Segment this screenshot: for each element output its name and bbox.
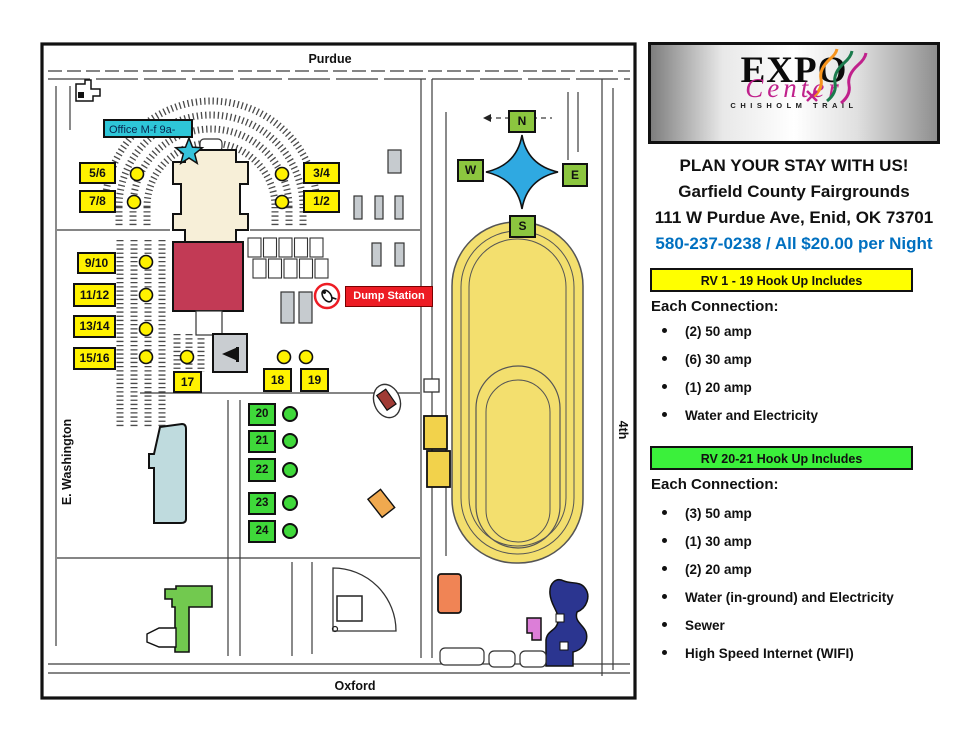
rv-site-11-12: 11/12 <box>73 283 116 307</box>
yellow-site-dots <box>126 166 314 365</box>
pink-building <box>526 617 542 641</box>
hookup-item: (2) 20 amp <box>658 556 938 584</box>
rv-site-13-14: 13/14 <box>73 315 116 338</box>
hookup-item: High Speed Internet (WIFI) <box>658 640 938 668</box>
rv-site-9-10: 9/10 <box>77 252 116 274</box>
venue-address: 111 W Purdue Ave, Enid, OK 73701 <box>654 208 934 227</box>
green-site-dots <box>282 406 298 539</box>
red-barn-building <box>172 241 244 312</box>
rv-site-17: 17 <box>173 371 202 393</box>
phone-and-rate: 580-237-0238 / All $20.00 per Night <box>655 234 933 253</box>
rv-site-18: 18 <box>263 368 292 392</box>
compass-star <box>485 134 559 210</box>
street-label-purdue: Purdue <box>308 52 352 66</box>
oval-marker <box>372 383 402 419</box>
small-white-shed <box>423 378 440 393</box>
fairgrounds-map-graphic <box>40 42 637 700</box>
bullet-dot <box>662 328 667 334</box>
roads <box>48 70 630 676</box>
arena-building <box>172 138 249 243</box>
expo-center-logo: EXPO Center CHISHOLM TRAIL <box>648 42 940 144</box>
bullet-dot <box>662 412 667 418</box>
compass-w: W <box>457 159 484 182</box>
rv-site-24: 24 <box>248 520 276 543</box>
compass-s: S <box>509 215 536 238</box>
street-label-4th: 4th <box>616 420 630 440</box>
rv20-21-banner: RV 20-21 Hook Up Includes <box>650 446 913 470</box>
bullet-dot <box>662 384 667 390</box>
venue-name: Garfield County Fairgrounds <box>678 182 910 201</box>
stall-grid <box>247 237 329 279</box>
orange-building <box>437 573 462 614</box>
bullet-dot <box>662 356 667 362</box>
headline: PLAN YOUR STAY WITH US! <box>679 156 909 175</box>
flag-building <box>212 333 248 373</box>
hookup-item: Water (in-ground) and Electricity <box>658 584 938 612</box>
bullet-dot <box>662 538 667 544</box>
hookup-item: (6) 30 amp <box>658 346 938 374</box>
rv1-19-banner: RV 1 - 19 Hook Up Includes <box>650 268 913 292</box>
gray-sheds <box>280 149 405 324</box>
blue-building <box>148 422 187 524</box>
dump-station-icon <box>313 282 341 310</box>
rv-site-22: 22 <box>248 458 276 482</box>
rv-site-5-6: 5/6 <box>79 162 116 184</box>
bullet-dot <box>662 510 667 516</box>
bullet-dot <box>662 594 667 600</box>
rv-site-1-2: 1/2 <box>303 190 340 213</box>
office-hours-label: Office M-f 9a- <box>103 119 193 138</box>
street-label-oxford: Oxford <box>334 679 376 693</box>
orange-diamond-shed <box>366 488 396 519</box>
hookup-item: (3) 50 amp <box>658 500 938 528</box>
rv-site-23: 23 <box>248 492 276 515</box>
corner-building <box>75 79 101 102</box>
logo-center-script: Center <box>745 73 843 103</box>
baseball-field <box>331 567 397 633</box>
hookup-item: Sewer <box>658 612 938 640</box>
office-star-icon <box>173 135 205 165</box>
bottom-sheds <box>439 647 547 668</box>
compass-n: N <box>508 110 536 133</box>
logo-tagline: CHISHOLM TRAIL <box>730 101 858 110</box>
each-connection-label-1: Each Connection: <box>651 298 779 315</box>
hookup-item: (1) 30 amp <box>658 528 938 556</box>
hookup-item: Water and Electricity <box>658 402 938 430</box>
race-track <box>451 221 584 564</box>
camping-rows <box>101 97 321 428</box>
bullet-dot <box>662 622 667 628</box>
bullet-dot <box>662 566 667 572</box>
street-label-washington: E. Washington <box>60 418 74 506</box>
hookup-item: (2) 50 amp <box>658 318 938 346</box>
compass-e: E <box>562 163 588 187</box>
bullet-dot <box>662 650 667 656</box>
dump-station-label: Dump Station <box>345 286 433 307</box>
rv-site-3-4: 3/4 <box>303 162 340 184</box>
green-building <box>164 585 213 653</box>
logo-squiggles-icon <box>806 48 868 105</box>
rv-site-20: 20 <box>248 403 276 426</box>
grandstand-building <box>423 415 451 488</box>
info-panel: EXPO Center CHISHOLM TRAIL PLAN YOUR STA… <box>648 0 942 742</box>
white-building <box>146 627 177 648</box>
hookup-item: (1) 20 amp <box>658 374 938 402</box>
annex-building <box>195 310 223 336</box>
road-arrow <box>483 114 491 122</box>
navy-water-feature <box>545 579 589 667</box>
rv-site-21: 21 <box>248 430 276 453</box>
rv-site-7-8: 7/8 <box>79 190 116 213</box>
rv-site-15-16: 15/16 <box>73 347 116 370</box>
each-connection-label-2: Each Connection: <box>651 476 779 493</box>
rv-site-19: 19 <box>300 368 329 392</box>
